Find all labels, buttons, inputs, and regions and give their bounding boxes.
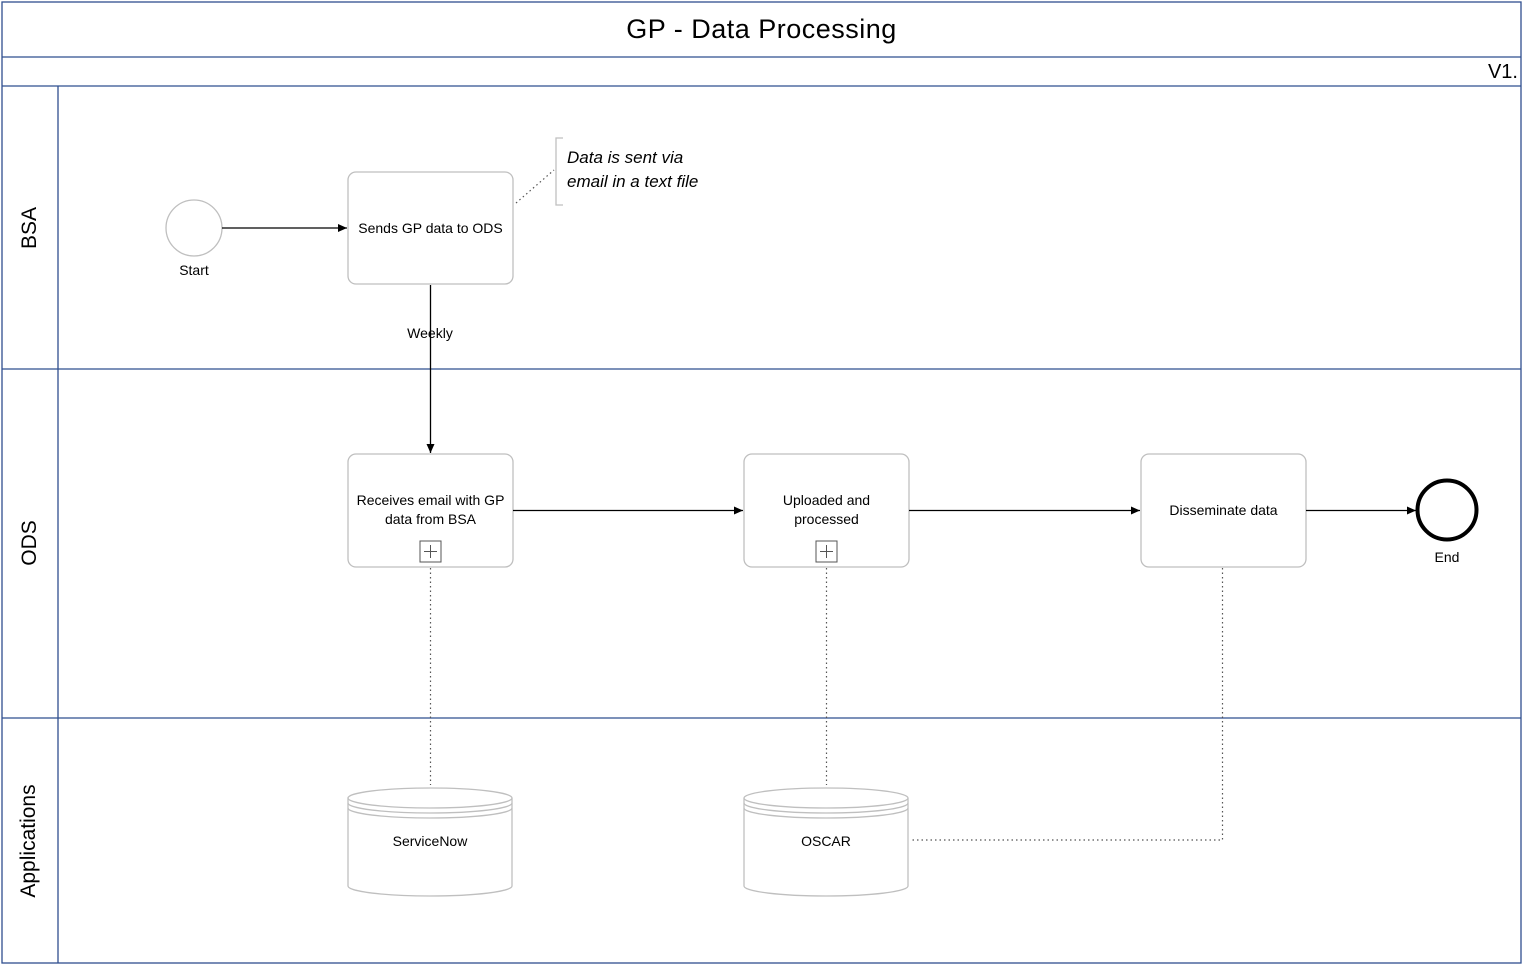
datastore-oscar[interactable] <box>743 787 909 897</box>
task-disseminate-label: Disseminate data <box>1169 501 1278 518</box>
text-annotation: Data is sent via email in a text file <box>567 148 699 191</box>
datastore-servicenow-label: ServiceNow <box>392 832 468 849</box>
sequence-flows <box>222 224 1416 515</box>
text-annotation-bracket <box>555 137 563 206</box>
lane-label-applications: Applications <box>17 784 40 898</box>
datastore-oscar-label: OSCAR <box>801 832 851 849</box>
subprocess-plus-icon <box>815 540 838 563</box>
task-send-label: Sends GP data to ODS <box>358 219 503 236</box>
task-receive-label: Receives email with GP data from BSA <box>356 492 505 527</box>
task-upload-label: Uploaded and processed <box>782 492 871 527</box>
start-event[interactable] <box>165 199 223 257</box>
version-label: V1. <box>1487 61 1518 83</box>
task-send-box[interactable] <box>347 171 514 285</box>
flow-label-weekly: Weekly <box>407 324 453 341</box>
lane-label-bsa: BSA <box>18 206 41 250</box>
diagram-title: GP - Data Processing <box>626 14 897 44</box>
datastore-servicenow[interactable] <box>347 787 513 897</box>
start-event-label: Start <box>179 261 209 278</box>
data-associations <box>429 568 1224 841</box>
annotation-association <box>515 169 555 204</box>
lane-label-ods: ODS <box>18 520 41 566</box>
subprocess-plus-icon <box>419 540 442 563</box>
end-event[interactable] <box>1415 478 1479 542</box>
end-event-label: End <box>1434 548 1460 565</box>
